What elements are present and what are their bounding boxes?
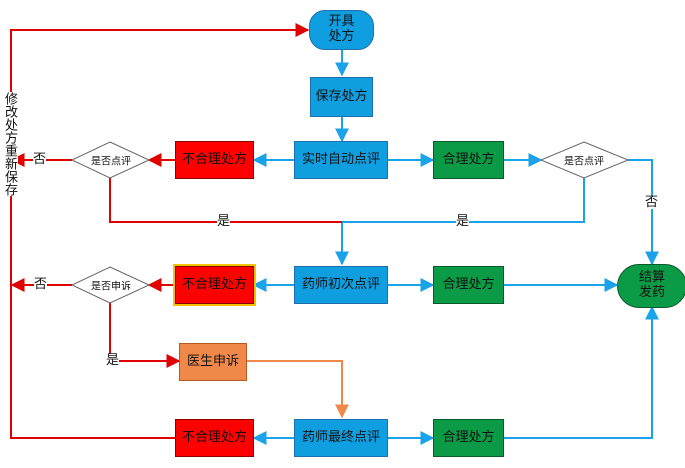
node-start: 开具 处方	[309, 10, 374, 50]
node-reasonable-1: 合理处方	[433, 141, 504, 179]
edge-reasonable3-end	[504, 305, 659, 439]
node-doctor-appeal: 医生申诉	[179, 343, 247, 381]
node-unreasonable-2: 不合理处方	[175, 266, 254, 304]
edge-label-no-left-1: 否	[33, 152, 47, 167]
edge-decision-no-end	[628, 159, 659, 266]
edge-label-no-left-2: 否	[34, 277, 48, 292]
decision-review-left	[70, 141, 151, 179]
decision-review-right	[539, 141, 630, 179]
node-unreasonable-1: 不合理处方	[175, 141, 254, 179]
edge-label-yes-right: 是	[456, 214, 470, 229]
edge-label-yes-left: 是	[217, 214, 231, 229]
side-label-modify-resave: 修改处方重新保存	[0, 92, 18, 196]
edge-decision-yes-left	[109, 178, 342, 223]
node-initial-review: 药师初次点评	[294, 266, 388, 304]
edge-label-no-right: 否	[645, 195, 659, 210]
node-unreasonable-3: 不合理处方	[175, 419, 254, 457]
edge-unreasonable3-return	[10, 23, 310, 439]
decision-appeal	[70, 266, 151, 304]
node-reasonable-2: 合理处方	[433, 266, 504, 304]
node-realtime-review: 实时自动点评	[294, 141, 388, 179]
node-reasonable-3: 合理处方	[433, 419, 504, 457]
decision-appeal-label: 是否申诉	[91, 281, 131, 293]
decision-review-left-label: 是否点评	[91, 156, 131, 168]
node-end: 结算 发药	[617, 264, 685, 308]
edge-appeal-yes	[109, 303, 181, 368]
node-final-review: 药师最终点评	[294, 419, 388, 457]
edge-appeal-final	[247, 360, 349, 419]
node-save: 保存处方	[310, 77, 373, 117]
edge-label-yes-appeal: 是	[106, 353, 120, 368]
decision-review-right-label: 是否点评	[564, 156, 604, 168]
